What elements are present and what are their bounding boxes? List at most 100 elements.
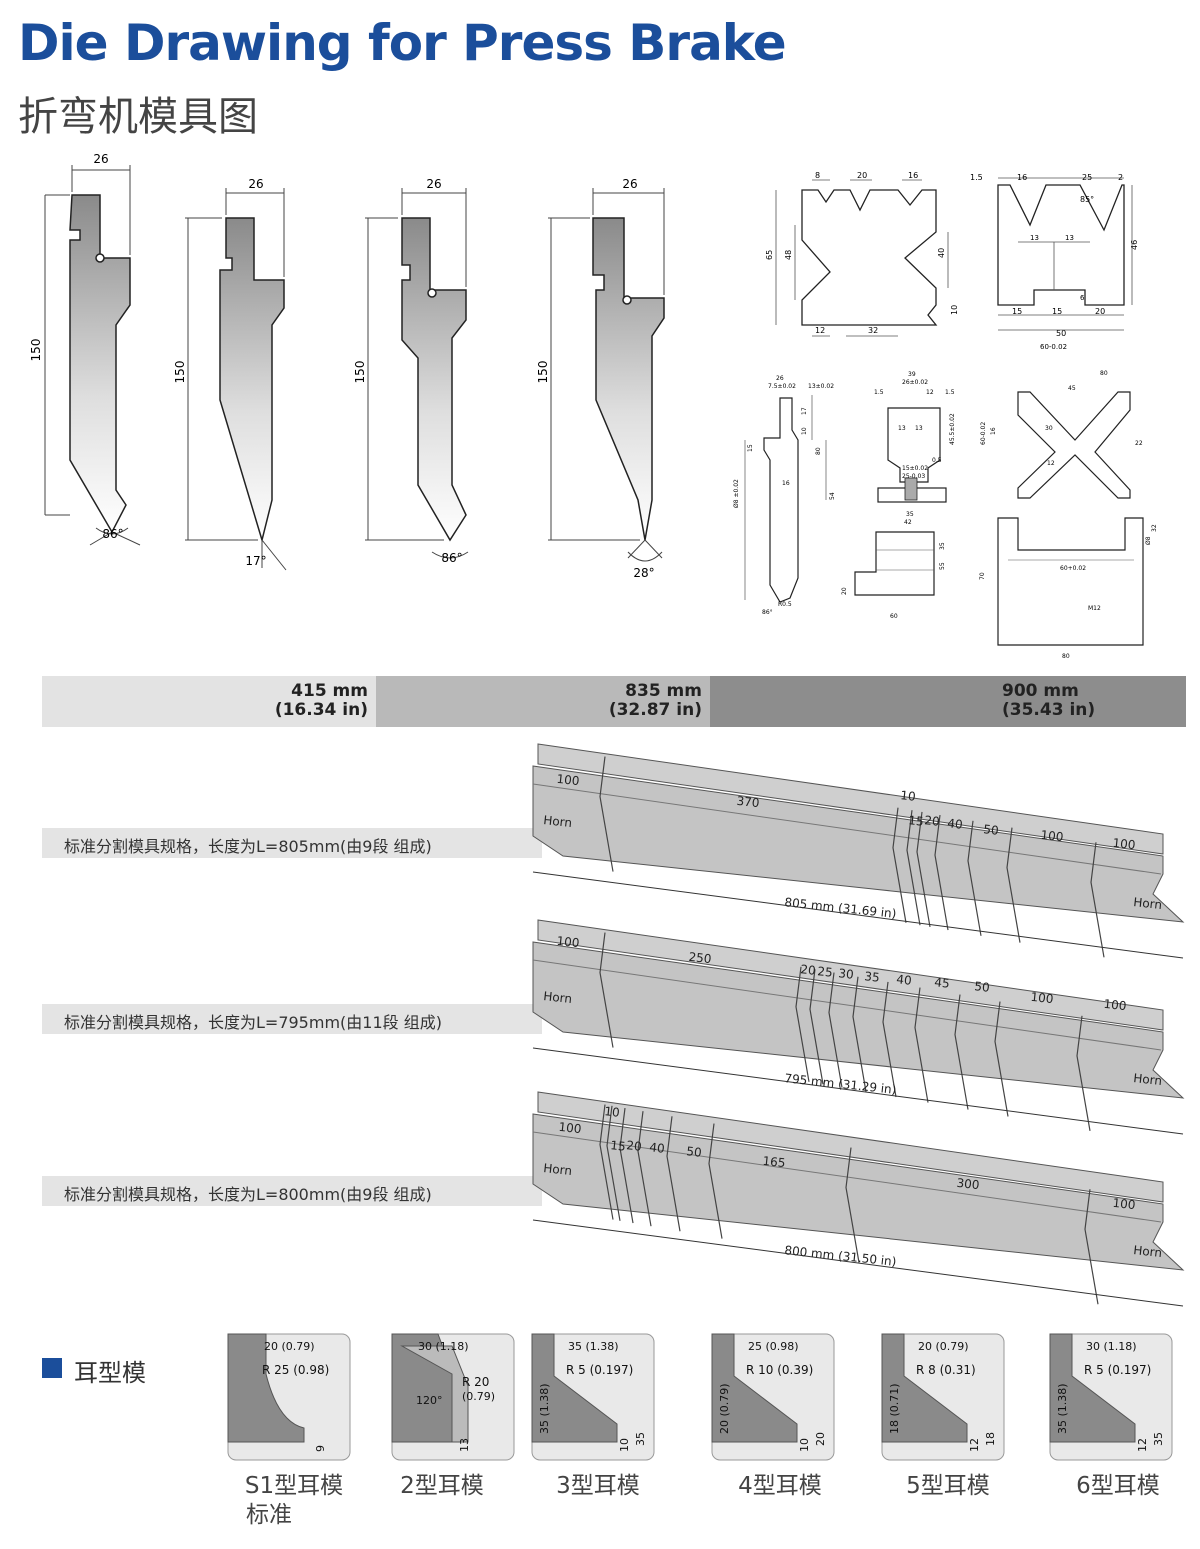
die-3-dim: 86° [762, 609, 773, 616]
punch-3 [401, 217, 467, 542]
die-2-dim: 60-0.02 [1040, 343, 1067, 351]
segment-divider [845, 1147, 860, 1263]
punch-die-drawings: 26 150 86° 26 150 17° 26 150 86° 26 150 … [29, 152, 1158, 660]
ear-height-label-1: 10 [618, 1438, 631, 1452]
die-4-dim: 26±0.02 [902, 379, 928, 386]
length-mm: 835 mm [625, 681, 702, 701]
ear-caption-2: 2型耳模 [362, 1472, 522, 1501]
die-3-dim: 16 [782, 480, 790, 487]
segment-label: 40 [649, 1140, 666, 1156]
segment-label: 100 [1030, 990, 1054, 1006]
segment-divider [934, 814, 949, 931]
ear-caption-3: 3型耳模 [518, 1472, 678, 1501]
ear-width-label: 20 (0.79) [264, 1340, 315, 1353]
ear-die-drawings: 20 (0.79)R 25 (0.98)930 (1.18)R 20(0.79)… [227, 1333, 1173, 1461]
punch-4-width: 26 [622, 177, 637, 191]
segment-label: 100 [1103, 997, 1127, 1013]
die-2-dim: 85° [1080, 195, 1094, 204]
horn-left-label: Horn [543, 1161, 573, 1178]
ear-radius-inch-label: (0.79) [462, 1390, 495, 1403]
ear-width-label: 25 (0.98) [748, 1340, 799, 1353]
die-2-dim: 50 [1056, 329, 1066, 338]
ear-side-label: 35 (1.38) [538, 1383, 551, 1434]
segment-divider [994, 1001, 1009, 1117]
segment-divider [916, 811, 931, 928]
segment-divider [906, 810, 921, 926]
punch-4 [592, 217, 665, 541]
die-2-dim: 25 [1082, 173, 1092, 182]
ear-die-profile [881, 1333, 968, 1443]
die-top-face [537, 919, 1164, 1031]
punch-3-height: 150 [353, 361, 367, 384]
die-3-dim: 7.5±0.02 [768, 383, 796, 390]
die-3-dim: 15 [747, 444, 754, 452]
die-4-dim: 25-0.03 [902, 473, 925, 480]
horn-left-label: Horn [543, 989, 573, 1006]
die-4-dim: 1.5 [874, 389, 884, 396]
segment-label: 45 [934, 975, 951, 991]
segment-label: 40 [947, 816, 964, 832]
segment-label: 100 [1040, 828, 1064, 844]
row-label-text: 标准分割模具规格，长度为L=795mm(由11段 组成) [64, 1013, 442, 1032]
die-2-dim: 6 [1080, 294, 1085, 302]
ear-caption-4: 4型耳模 [700, 1472, 860, 1501]
segment-divider [666, 1116, 681, 1232]
die-6-dim: 32 [1151, 524, 1158, 532]
die-6-dim: 60+0.02 [1060, 565, 1086, 572]
total-dimension-line [532, 871, 1184, 959]
die-3-dim: 26 [776, 375, 784, 382]
ear-caption-text: 2型耳模 [400, 1473, 484, 1499]
segment-label: 370 [736, 794, 760, 810]
segment-label: 165 [762, 1154, 786, 1170]
length-mm: 415 mm [291, 681, 368, 701]
segment-label: 50 [983, 822, 1000, 838]
die-5-dim: 12 [1047, 460, 1055, 467]
segment-divider [1076, 1015, 1091, 1131]
die-3-dim: Ø8 ±0.02 [733, 479, 740, 508]
segment-divider [809, 969, 824, 1085]
segment-label: 100 [556, 934, 580, 950]
die-top-face [537, 1091, 1164, 1203]
die-4-dim: 0.5 [932, 457, 942, 464]
segment-label: 100 [558, 1120, 582, 1136]
segment-divider [795, 966, 810, 1082]
die-6-drawing: 60+0.02 M12 70 80 32 Ø8 [979, 517, 1158, 660]
total-dimension-line [532, 1047, 1184, 1135]
length-segment-415: 415 mm(16.34 in) [42, 676, 376, 727]
ear-die-profile [711, 1333, 798, 1443]
total-length-label: 800 mm (31.50 in) [784, 1243, 897, 1269]
die-body [532, 765, 1185, 923]
segment-divider [1084, 1189, 1099, 1305]
die-1-dim: 10 [950, 305, 959, 315]
die-4-dim: 55 [939, 562, 946, 570]
ear-caption-6: 6型耳模 [1038, 1472, 1198, 1501]
ear-caption-text: 3型耳模 [556, 1473, 640, 1499]
ear-die-profile [531, 1333, 618, 1443]
die-1-dim: 32 [868, 326, 878, 335]
die-5-dim: 22 [1135, 440, 1143, 447]
die-4-dim: 39 [908, 371, 916, 378]
ear-caption-sub: 标准 [246, 1502, 292, 1528]
die-4-dim: 13 [915, 425, 923, 432]
die-2-dim: 16 [1017, 173, 1027, 182]
die-5-dim: 60-0.02 [980, 422, 987, 445]
die-2-dim: 13 [1065, 234, 1074, 242]
ear-side-label: 20 (0.79) [718, 1383, 731, 1434]
segment-row-2-label: 标准分割模具规格，长度为L=795mm(由11段 组成) [42, 1004, 542, 1034]
die-3-dim: 13±0.02 [808, 383, 834, 390]
ear-die-profile [1049, 1333, 1136, 1443]
section-marker [42, 1358, 62, 1378]
segment-label: 35 [864, 969, 881, 985]
die-4-dim: 13 [898, 425, 906, 432]
punch-3-angle: 86° [441, 551, 462, 565]
die-5-drawing: 60-0.02 16 22 30 80 45 12 [980, 370, 1143, 499]
die-2-dim: 2 [1118, 173, 1123, 182]
punch-1-width: 26 [93, 152, 108, 166]
die-2-dim: 13 [1030, 234, 1039, 242]
punch-4-angle: 28° [633, 566, 654, 580]
ear-caption-5: 5型耳模 [868, 1472, 1028, 1501]
segment-divider [828, 972, 843, 1088]
